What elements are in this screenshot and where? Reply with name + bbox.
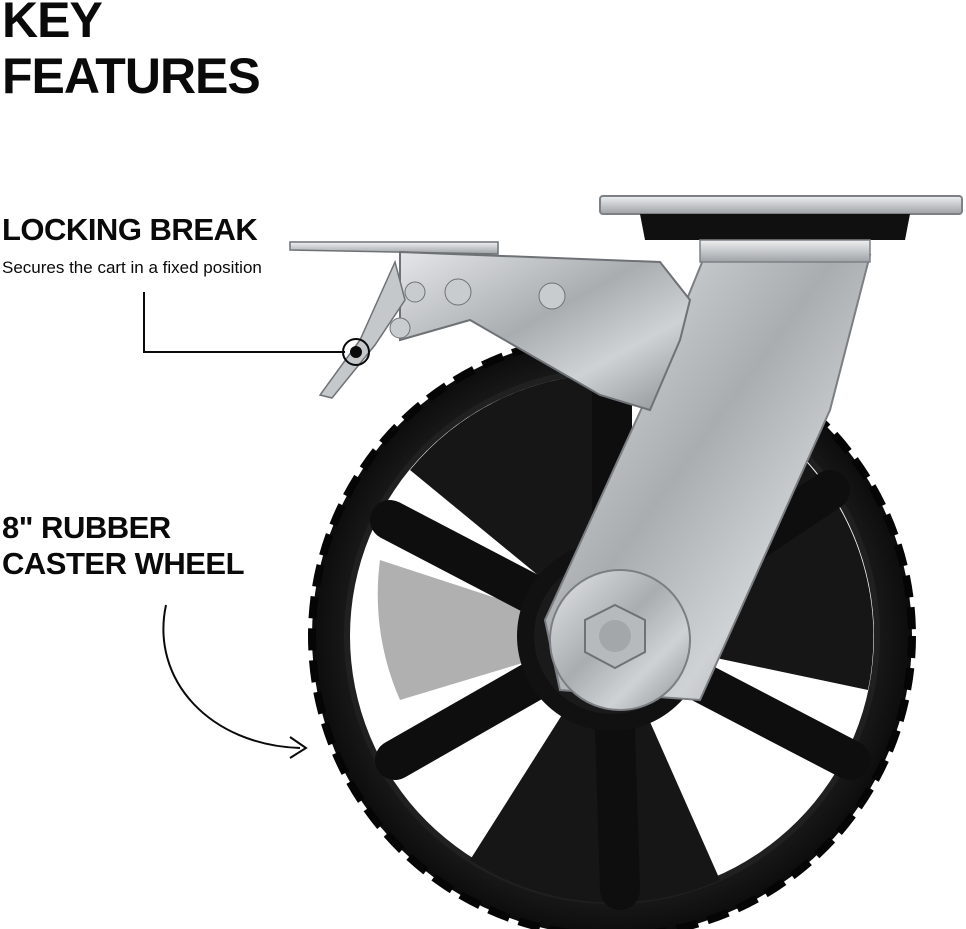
- caster-wheel-heading: 8" RUBBER CASTER WHEEL: [2, 510, 245, 582]
- caster-wheel-heading-line-1: 8" RUBBER: [2, 510, 171, 545]
- page-title: KEY FEATURES: [2, 0, 261, 104]
- locking-brake-callout: [143, 292, 370, 366]
- locking-brake-description: Secures the cart in a fixed position: [2, 258, 262, 277]
- curved-arrow-icon: [162, 604, 308, 759]
- title-line-1: KEY: [2, 0, 103, 48]
- mounting-plate: [599, 195, 963, 263]
- title-line-2: FEATURES: [2, 48, 261, 104]
- brake-assembly: [289, 241, 692, 412]
- locking-brake-heading: LOCKING BREAK: [2, 212, 258, 247]
- callout-target-icon: [342, 338, 370, 366]
- hex-bolt-icon: [584, 603, 646, 670]
- caster-wheel-heading-line-2: CASTER WHEEL: [2, 546, 245, 581]
